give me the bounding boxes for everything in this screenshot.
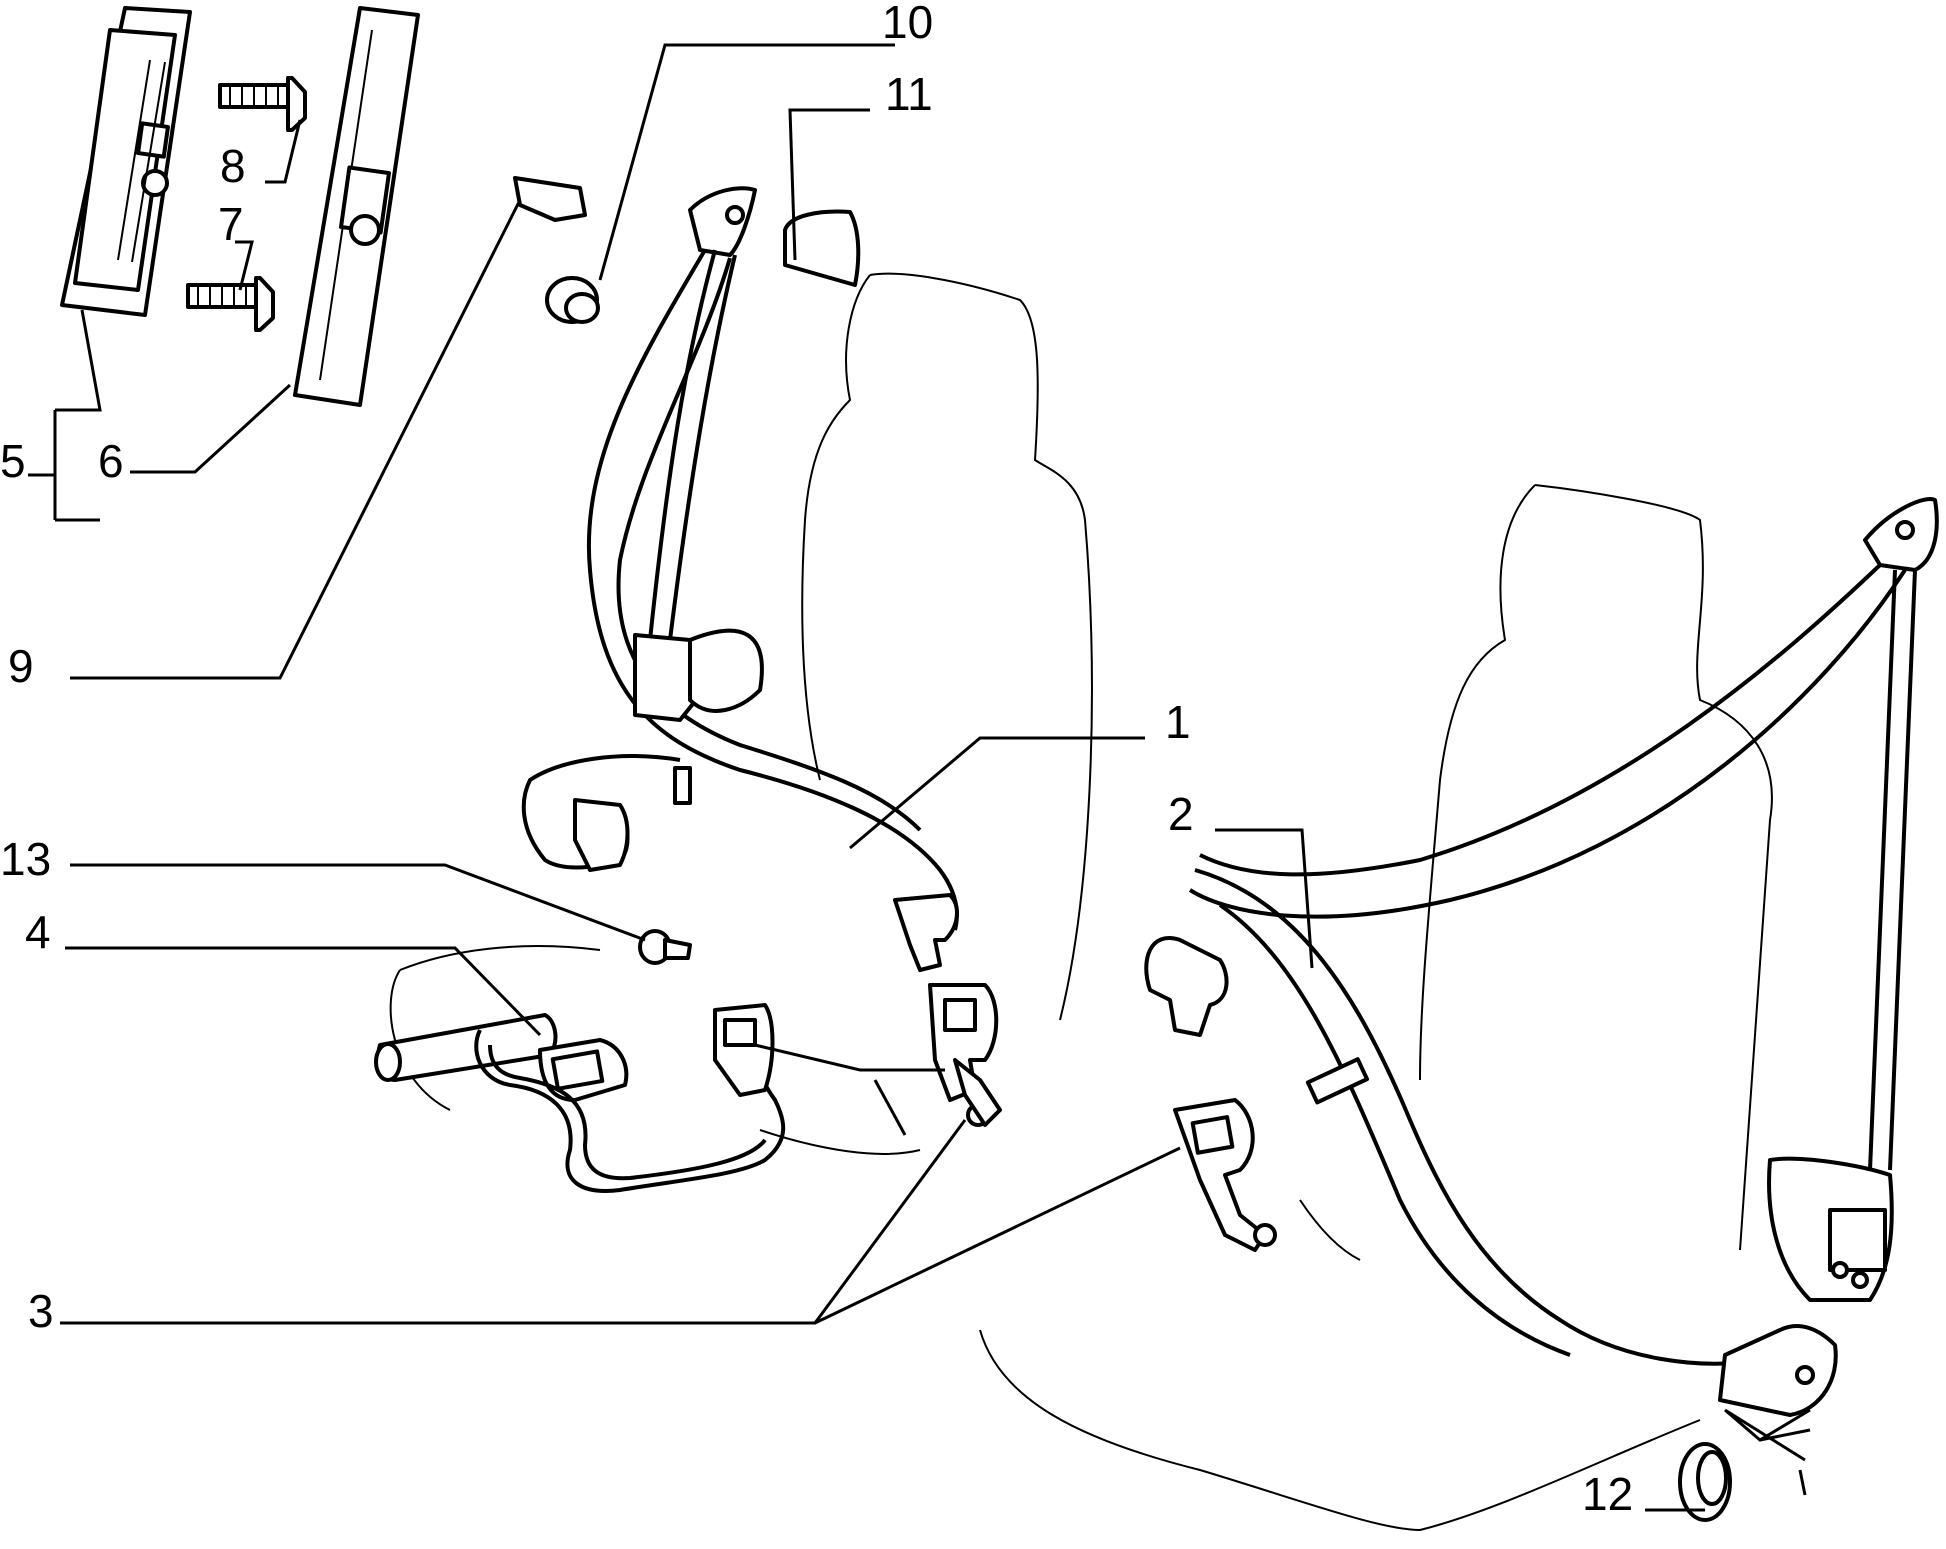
buckle-part-3-left xyxy=(928,983,1002,1127)
bolt-part-8 xyxy=(218,76,307,132)
rail-cover-part-6 xyxy=(293,6,420,407)
buckle-part-3-right xyxy=(1173,1098,1277,1252)
front-belt-left-part-1 xyxy=(521,186,959,972)
callout-10: 10 xyxy=(882,0,933,48)
height-adjuster-rail-part-5 xyxy=(60,6,192,317)
grommet-part-10 xyxy=(545,276,600,324)
callout-labels: 1 2 3 4 5 6 7 8 9 10 11 12 13 xyxy=(0,0,1633,1520)
leader-lines xyxy=(28,43,1811,1512)
callout-8: 8 xyxy=(220,140,246,192)
callout-11: 11 xyxy=(885,68,933,120)
callout-3: 3 xyxy=(28,1285,54,1337)
clip-part-9 xyxy=(513,176,587,222)
bolt-part-7 xyxy=(186,276,275,332)
callout-7: 7 xyxy=(218,198,244,250)
pretensioner-part-4 xyxy=(374,1003,786,1193)
callout-2: 2 xyxy=(1168,788,1194,840)
screw-part-13 xyxy=(638,929,692,965)
callout-1: 1 xyxy=(1165,696,1191,748)
callout-12: 12 xyxy=(1582,1468,1633,1520)
callout-5: 5 xyxy=(0,435,26,487)
callout-4: 4 xyxy=(25,906,51,958)
callout-9: 9 xyxy=(8,640,34,692)
callout-13: 13 xyxy=(0,833,51,885)
right-seat-outline xyxy=(979,484,1773,1532)
cap-part-11 xyxy=(783,209,861,287)
callout-6: 6 xyxy=(98,435,124,487)
ring-part-12 xyxy=(1678,1442,1732,1522)
rear-belt-right-part-2 xyxy=(1144,497,1939,1417)
